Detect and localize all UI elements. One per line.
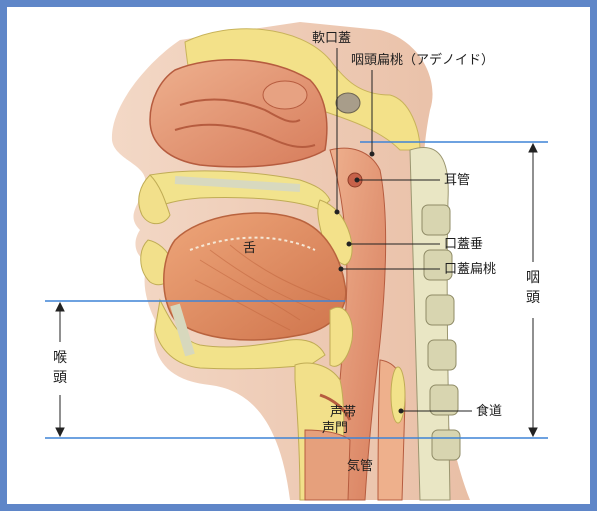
tongue-shape bbox=[164, 213, 346, 340]
label-tongue: 舌 bbox=[243, 241, 256, 256]
label-glottis: 声門 bbox=[322, 421, 348, 436]
turbinate-middle bbox=[263, 81, 307, 109]
label-trachea: 気管 bbox=[347, 458, 373, 474]
label-larynx-2: 頭 bbox=[53, 370, 67, 386]
nasal-cavity bbox=[150, 60, 327, 167]
label-uvula: 口蓋垂 bbox=[444, 237, 483, 252]
label-esophagus: 食道 bbox=[476, 403, 502, 419]
label-pharynx-1: 咽 bbox=[526, 270, 540, 286]
esophagus-opening bbox=[391, 367, 405, 423]
label-adenoid: 咽頭扁桃（アデノイド） bbox=[351, 52, 494, 68]
vertebra-1 bbox=[422, 205, 450, 235]
label-vocal-cord: 声帯 bbox=[330, 405, 356, 420]
vertebra-6 bbox=[432, 430, 460, 460]
label-pharynx-2: 頭 bbox=[526, 290, 540, 306]
vertebra-4 bbox=[428, 340, 456, 370]
trachea-tube bbox=[305, 430, 350, 500]
vertebra-3 bbox=[426, 295, 454, 325]
label-soft-palate: 軟口蓋 bbox=[312, 30, 351, 46]
label-palatine-tonsil: 口蓋扁桃 bbox=[444, 262, 496, 277]
label-larynx-1: 喉 bbox=[53, 350, 67, 366]
adenoid-shape bbox=[336, 93, 360, 113]
label-eustachian-tube: 耳管 bbox=[444, 173, 470, 188]
